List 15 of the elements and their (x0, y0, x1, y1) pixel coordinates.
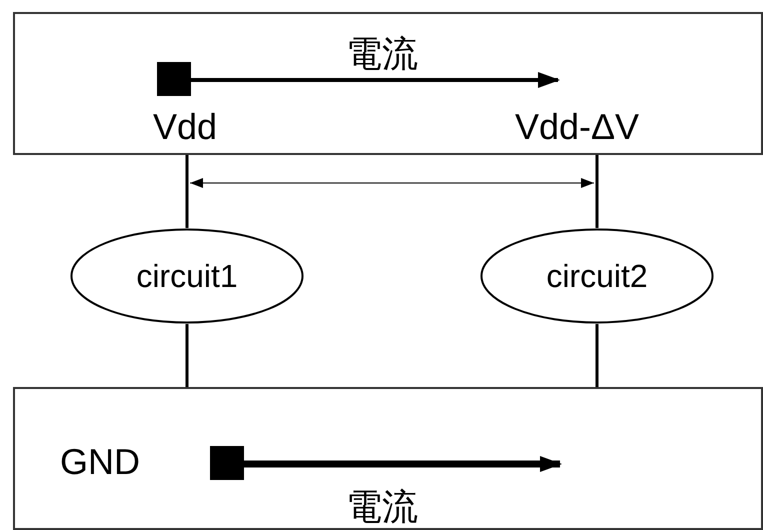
rail-label: 電流 (345, 36, 419, 72)
connector-line (186, 155, 188, 228)
connector-line (186, 324, 188, 387)
rail-label: 電流 (345, 489, 419, 525)
rail-box (13, 387, 763, 530)
circuit-ellipse (70, 228, 304, 324)
connector-line (596, 324, 598, 387)
circuit-label: circuit1 (136, 260, 238, 292)
circuit-label: circuit2 (546, 260, 648, 292)
connector-line (596, 155, 598, 228)
rail-box (13, 12, 763, 155)
rail-label: Vdd (152, 109, 218, 145)
circuit-ellipse (480, 228, 714, 324)
rail-label: GND (59, 444, 141, 480)
rail-label: Vdd-ΔV (514, 109, 640, 145)
